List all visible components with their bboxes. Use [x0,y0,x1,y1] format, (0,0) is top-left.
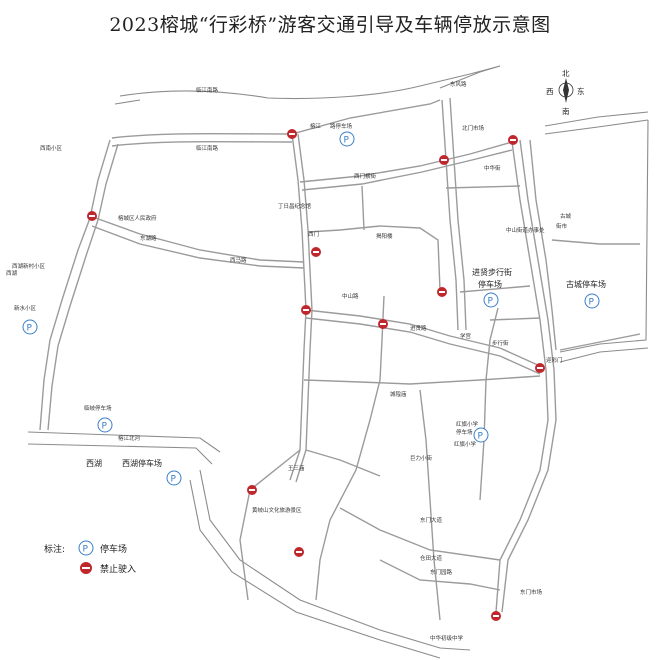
parking-label-binjiang: 榕江 [310,122,322,130]
legend-no-entry-label: 禁止驶入 [100,564,137,575]
compass: 北 南 西 东 [546,69,585,116]
parking-label-linjiang: 临岐停车场 [84,404,112,412]
road-label-dongmen-dadao: 东门大道 [420,516,443,524]
parking-label-binjiang-2: 路停车场 [330,122,353,130]
legend-parking-label: 停车场 [100,544,128,555]
road-label-linjiang-nan-2: 临江南路 [196,144,219,152]
no-entry-marker[interactable] [294,547,304,557]
parking-label-xihu: 西湖停车场 [122,458,162,468]
road-label-donghu: 东湖路 [140,234,157,242]
road-label-jieyanglou: 揭阳楼 [376,232,393,240]
road-label-jieshi: 街市 [556,222,568,230]
no-entry-icon [80,562,92,574]
place-labels: 西南小区 西湖 古城 临江南路 临江南路 西门横街 进贤路 中山路 东风路 西湖… [12,80,572,642]
road-label-zhonghua: 中华街 [484,164,501,172]
parking-markers: P P P P P P P [22,131,600,486]
parking-icon: P [488,297,494,307]
road-label-dongfeng: 东风路 [450,80,467,88]
road-label-zhonghua-school: 中华初级中学 [430,634,464,642]
parking-icon: P [171,475,177,485]
road-label-xihu-xincun: 西湖新村小区 [12,262,46,270]
parking-labels: 榕江 路停车场 西湖 新水小区 临岐停车场 西湖停车场 进贤步行街 停车场 红旗… [6,122,606,468]
parking-marker-binjiang[interactable]: P [339,131,355,147]
road-label-ximen: 西门 [308,230,319,238]
parking-marker-hongqi[interactable]: P [473,427,489,443]
place-label-gucheng: 古城 [560,212,572,220]
road-label-government: 榕城区人民政府 [118,214,157,222]
road-label-dongmen-market: 东门市场 [520,588,543,596]
parking-marker-gucheng[interactable]: P [584,293,600,309]
svg-text:P: P [83,545,89,555]
no-entry-marker[interactable] [535,363,545,373]
road-label-linjiang-nan: 临江南路 [196,86,219,94]
parking-icon: P [78,540,94,556]
parking-label-xihu-area: 西湖 [6,269,18,277]
map-title: 2023榕城“行彩桥”游客交通引导及车辆停放示意图 [109,14,551,36]
compass-west: 西 [546,87,554,96]
parking-icon: P [102,422,108,432]
no-entry-marker[interactable] [247,485,257,495]
road-label-cangtian: 仓田大道 [420,554,443,562]
no-entry-marker[interactable] [439,155,449,165]
road-label-juli: 巨力小街 [410,454,433,462]
road-label-ding-ri-chang: 丁日昌纪念馆 [278,202,312,210]
road-label-ximen-hengjie: 西门横街 [354,172,377,180]
road-label-wangsanmiao: 王三庙 [288,464,305,472]
compass-north: 北 [562,69,570,78]
road-label-chenghuang: 城隍庙 [390,390,407,398]
compass-east: 东 [577,86,585,96]
road-label-zhongshan-office: 中山街道办事处 [506,226,545,234]
parking-icon: P [589,298,595,308]
parking-label-gucheng: 古城停车场 [566,279,606,289]
no-entry-marker[interactable] [437,287,447,297]
parking-icon: P [27,324,33,334]
legend-prefix: 标注: [44,544,66,555]
place-label-xinan: 西南小区 [40,144,63,152]
no-entry-marker[interactable] [378,319,388,329]
no-entry-marker[interactable] [301,305,311,315]
legend-row-no-entry: 禁止驶入 [44,558,136,578]
legend: 标注: P 停车场 禁止驶入 [44,538,136,578]
compass-south: 南 [562,106,570,116]
no-entry-marker[interactable] [287,129,297,139]
no-entry-markers [87,129,545,621]
parking-icon: P [344,136,350,146]
parking-label-jinxian-2: 停车场 [478,279,502,289]
no-entry-marker[interactable] [491,611,501,621]
road-label-beimen-market: 北门市场 [462,124,485,132]
road-label-yingcai: 迎彩门 [546,356,563,364]
parking-marker-jinxian[interactable]: P [483,292,499,308]
road-label-zhongshan: 中山路 [342,292,359,300]
no-entry-marker[interactable] [508,135,518,145]
parking-marker-xihu[interactable]: P [166,470,182,486]
place-label-xihu: 西湖 [86,459,102,468]
no-entry-marker[interactable] [87,211,97,221]
parking-marker-linjiang[interactable]: P [97,417,113,433]
parking-label-hongqi-2: 停车场 [456,428,473,436]
road-label-xuegong: 学宫 [460,332,472,340]
parking-marker-xihu-xinshui[interactable]: P [22,319,38,335]
parking-label-jinxian: 进贤步行街 [472,267,512,277]
road-label-hongqi-school: 红旗小学 [454,440,477,448]
parking-label-hongqi: 红旗小学 [456,420,479,428]
road-label-jinxian: 进贤路 [410,324,427,332]
no-entry-marker[interactable] [311,247,321,257]
legend-row-parking: 标注: P 停车场 [44,538,136,558]
parking-icon: P [478,432,484,442]
map-background [27,65,649,659]
road-label-rongjiang-bei: 榕江北河 [118,434,141,442]
road-label-huangqi: 黄岐山文化旅游景区 [252,506,302,514]
parking-label-xihu-xinshui: 新水小区 [14,304,37,312]
road-label-buxingjie: 步行街 [492,339,509,347]
road-label-dongmen-yuan: 东门园路 [430,568,453,576]
road-label-xima: 西马路 [230,256,247,264]
